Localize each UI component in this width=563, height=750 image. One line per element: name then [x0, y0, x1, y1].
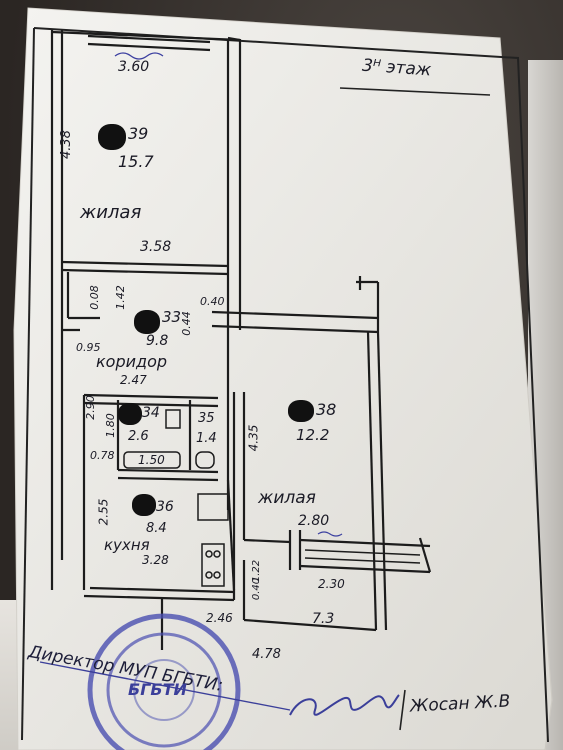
living2-name: жилая: [258, 488, 316, 508]
redaction-mark: [98, 124, 126, 150]
living1-width-top: 3.60: [118, 59, 150, 75]
fixtures: [123, 409, 421, 587]
stamp: [87, 613, 241, 750]
corridor-dim-b: 0.08: [87, 285, 101, 310]
bath-dim-inner: 1.80: [103, 413, 117, 438]
corridor-dim-a: 1.42: [113, 285, 127, 310]
bottom-dim-b: 4.78: [252, 647, 281, 662]
balcony-area: 7.3: [312, 611, 335, 627]
redaction-mark: [118, 403, 142, 425]
kitchen-area: 8.4: [146, 521, 167, 536]
stamp-text: БГБТИ: [128, 680, 187, 699]
balcony-dim-c: 0.40: [251, 577, 263, 601]
corridor-dim-d: 2.47: [120, 373, 147, 387]
balcony-dim-a: 2.30: [318, 577, 345, 591]
bath-dim-bottom: 0.78: [90, 449, 115, 462]
redaction-mark: [132, 494, 156, 516]
corridor-name: коридор: [96, 352, 168, 371]
corridor-number: 33: [162, 308, 182, 326]
toilet-area: 1.4: [196, 431, 217, 446]
corridor-dim-c: 0.95: [76, 341, 101, 354]
bath-tub: 1.50: [138, 453, 165, 467]
living1-area: 15.7: [118, 152, 154, 171]
bath-number: 34: [142, 405, 160, 421]
kitchen-height: 2.55: [96, 498, 111, 526]
floor-label: 3ᴴ этаж: [361, 55, 432, 81]
living1-height: 4.38: [58, 130, 74, 159]
walls: [50, 30, 432, 650]
living2-area: 12.2: [296, 426, 330, 444]
kitchen-number: 36: [156, 499, 174, 515]
corridor-dim-e: 0.40: [200, 295, 225, 308]
living2-width: 2.80: [298, 513, 330, 529]
bath-area: 2.6: [128, 429, 149, 444]
living1-number: 39: [128, 124, 149, 143]
redaction-mark: [288, 400, 314, 422]
toilet-number: 35: [198, 411, 215, 426]
living1-name: жилая: [80, 202, 142, 223]
kitchen-width: 3.28: [142, 553, 169, 567]
redaction-mark: [134, 310, 160, 334]
corridor-area: 9.8: [146, 333, 169, 349]
living2-height: 4.35: [246, 424, 261, 452]
bottom-dim-a: 2.46: [206, 611, 233, 625]
corridor-dim-f: 0.44: [179, 311, 193, 336]
living2-number: 38: [316, 400, 337, 419]
living1-width-bottom: 3.58: [140, 239, 172, 255]
bath-dim-left: 2.90: [83, 395, 97, 420]
kitchen-name: кухня: [104, 536, 150, 554]
